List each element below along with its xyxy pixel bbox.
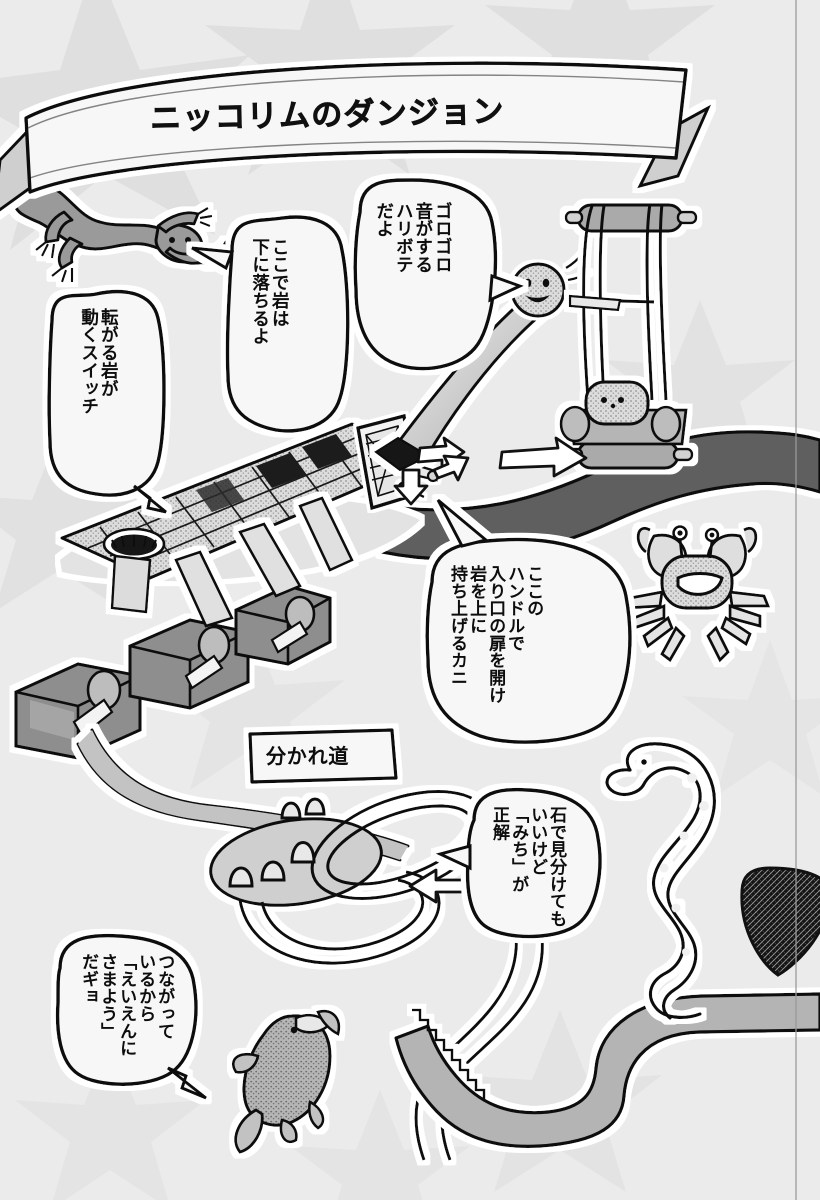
- winch-creature: [559, 380, 688, 446]
- arrow-into-gate: [432, 454, 470, 482]
- arrow-down: [393, 468, 429, 506]
- bubble-crab-handle: [425, 498, 632, 744]
- arrow-right: [498, 436, 588, 478]
- bottom-road: [394, 992, 820, 1148]
- crab: [623, 525, 771, 663]
- bubble-rumble-prop: [353, 178, 524, 371]
- bubble-switch-rock: [47, 289, 167, 514]
- bubble-rock-falls: [191, 215, 350, 433]
- smiley-ball: [510, 253, 591, 318]
- crate-group: [14, 496, 354, 760]
- bubble-correct-path: [435, 787, 602, 939]
- title-ribbon: [0, 61, 712, 212]
- newt-lizard: [12, 185, 228, 283]
- arrow-to-loop: [408, 868, 474, 904]
- snake-spots: [659, 773, 709, 956]
- crate-2: [128, 618, 250, 710]
- crate-3: [234, 584, 332, 666]
- flow-arrows: [393, 436, 588, 506]
- fish: [231, 1009, 341, 1154]
- dark-pit: [740, 866, 820, 977]
- stairs: [412, 1008, 486, 1100]
- crate-1: [14, 662, 142, 760]
- winch-machine: [559, 203, 698, 470]
- spotted-snake: [605, 742, 716, 1020]
- bubble-endless-wander: [55, 933, 207, 1100]
- label-fork-box: [248, 728, 398, 784]
